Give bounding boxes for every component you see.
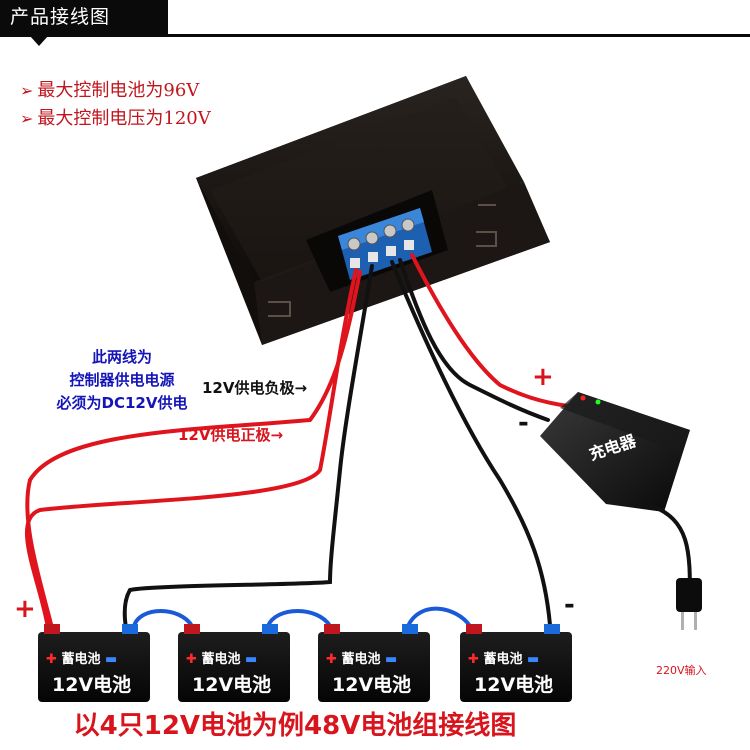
bullet-arrow-icon: ➢: [20, 109, 34, 128]
battery-3-tag: ✚ 蓄电池 ▬: [326, 652, 398, 667]
bullet-arrow-icon: ➢: [20, 81, 34, 100]
battery-1-tag: ✚ 蓄电池 ▬: [46, 652, 118, 667]
battery-4-tag: ✚ 蓄电池 ▬: [468, 652, 540, 667]
positive-supply-label: 12V供电正极→: [178, 426, 284, 444]
battery-2-name: 12V电池: [192, 674, 272, 696]
negative-supply-label: 12V供电负极→: [202, 379, 308, 397]
battery-2-tag: ✚ 蓄电池 ▬: [186, 652, 258, 667]
page-title: 产品接线图: [0, 0, 168, 34]
battery-3-name: 12V电池: [332, 674, 412, 696]
series-links: [132, 606, 472, 628]
battery-1: [38, 624, 150, 702]
battery-pack: [38, 624, 572, 702]
controller-box: [196, 76, 550, 345]
header-notch: [30, 36, 48, 46]
mains-input-label: 220V输入: [656, 664, 707, 677]
charger-plus-sign: +: [532, 362, 554, 392]
battery-4-name: 12V电池: [474, 674, 554, 696]
power-note: 此两线为 控制器供电电源 必须为DC12V供电: [56, 348, 188, 412]
header-divider: [0, 34, 750, 37]
terminal-block: [338, 208, 432, 280]
spec-max-voltage: ➢最大控制电压为120V: [20, 108, 211, 129]
charger-minus-sign: -: [518, 408, 529, 438]
battery-2: [178, 624, 290, 702]
pack-plus-sign: +: [14, 594, 36, 624]
battery-3: [318, 624, 430, 702]
charger-unit: [540, 392, 692, 601]
battery-1-name: 12V电池: [52, 674, 132, 696]
diagram-caption: 以4只12V电池为例48V电池组接线图: [73, 711, 517, 741]
pack-minus-sign: -: [564, 590, 575, 620]
power-plug-icon: [676, 578, 702, 630]
spec-max-battery: ➢最大控制电池为96V: [20, 80, 200, 101]
wires: [24, 253, 570, 630]
battery-4: [460, 624, 572, 702]
